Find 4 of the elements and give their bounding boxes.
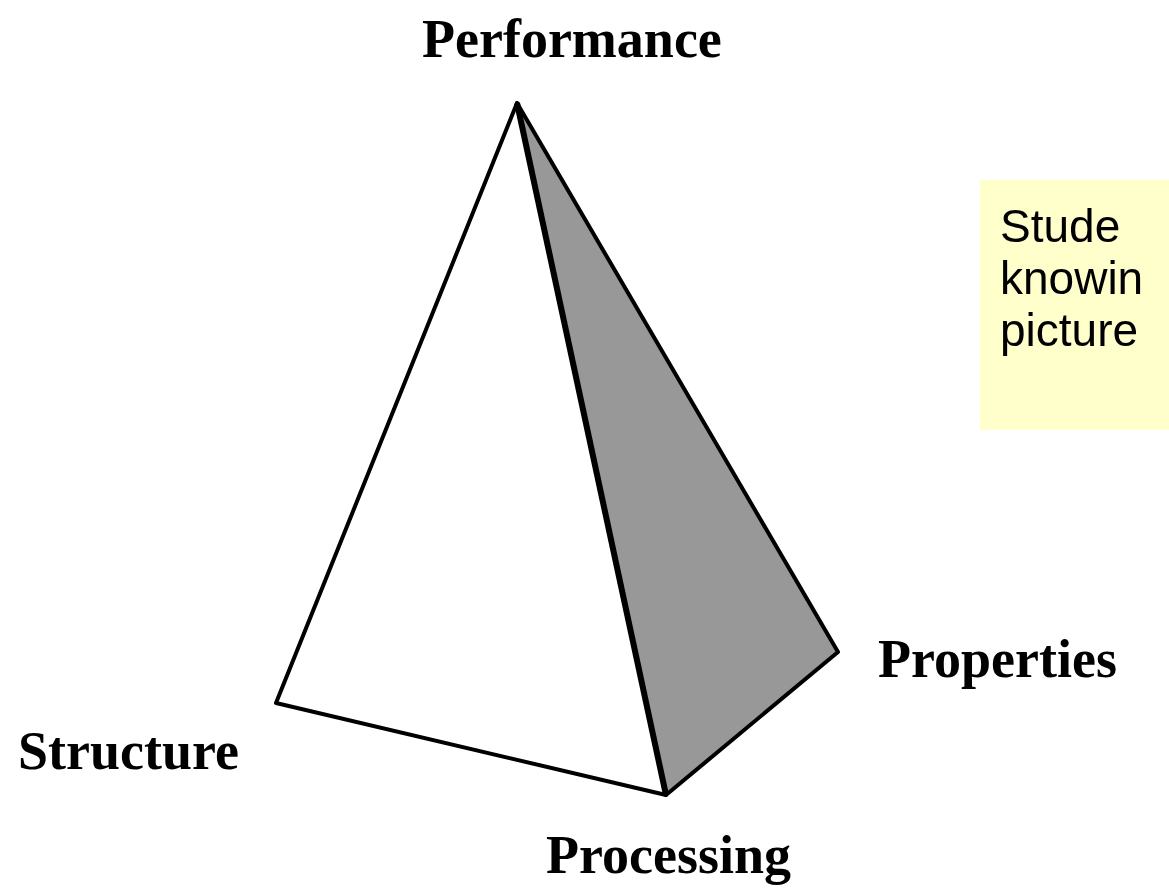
vertex-label: Structure xyxy=(18,724,239,778)
vertex-label: Performance xyxy=(422,12,722,66)
note-text: Stude knowin picture xyxy=(1000,200,1145,356)
note-box xyxy=(980,180,1169,430)
